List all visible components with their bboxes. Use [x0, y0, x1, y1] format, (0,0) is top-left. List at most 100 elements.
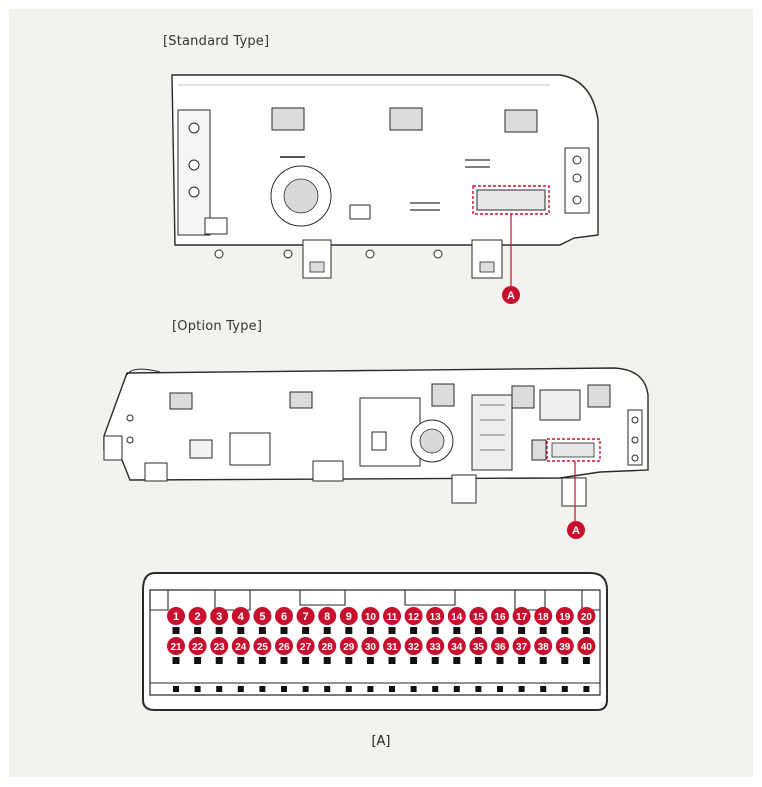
- pin-number-label: 2: [195, 611, 201, 623]
- pin-number-label: 7: [303, 611, 309, 623]
- option-connector-box: [551, 442, 595, 458]
- pin-contact: [518, 657, 526, 664]
- pin-contact: [366, 627, 374, 634]
- pin-badge: [404, 607, 423, 625]
- pin-badge: [339, 607, 358, 625]
- pin-contact: [345, 657, 353, 664]
- pin-contact: [431, 657, 439, 664]
- pin-contact: [215, 657, 223, 664]
- pin-badge: [339, 637, 358, 655]
- base-contact: [367, 686, 374, 692]
- pin-number-label: 20: [581, 612, 593, 623]
- pin-number-label: 6: [281, 611, 287, 623]
- pin-contact: [194, 657, 202, 664]
- pin-number-label: 15: [473, 612, 485, 623]
- pin-contact: [323, 657, 331, 664]
- pin-contact: [474, 627, 482, 634]
- pin-number-label: 14: [451, 612, 463, 623]
- base-contact: [497, 686, 503, 692]
- pin-badge: [534, 607, 553, 625]
- pin-contact: [323, 627, 331, 634]
- pin-badge: [426, 637, 445, 655]
- base-contact: [237, 686, 244, 692]
- pin-badge: [491, 637, 509, 655]
- pin-number-label: 21: [170, 642, 182, 653]
- pin-number-label: 34: [451, 642, 463, 653]
- base-contact: [302, 686, 309, 692]
- pin-number-label: 16: [494, 612, 506, 623]
- base-contact: [216, 686, 223, 692]
- base-contact: [432, 686, 439, 692]
- pin-contact: [345, 627, 353, 634]
- base-contact: [389, 686, 395, 692]
- base-contact: [345, 686, 352, 692]
- pin-badge: [404, 637, 423, 655]
- pin-number-label: 39: [559, 642, 571, 653]
- pin-number-label: 4: [238, 611, 245, 623]
- pin-number-label: 5: [259, 611, 265, 623]
- base-contact: [324, 686, 331, 692]
- svg-text:A: A: [507, 290, 515, 302]
- pin-badge: [469, 607, 488, 625]
- pin-badge: [383, 637, 401, 655]
- pin-badge: [253, 637, 272, 655]
- pin-contact: [388, 627, 396, 634]
- pin-number-label: 35: [473, 642, 485, 653]
- pin-contact: [172, 657, 180, 664]
- pin-number-label: 13: [430, 612, 442, 623]
- pin-contact: [539, 657, 547, 664]
- pin-number-label: 1: [173, 611, 179, 623]
- pin-number-label: 31: [386, 642, 398, 653]
- pin-contact: [453, 657, 461, 664]
- pin-number-label: 33: [430, 642, 442, 653]
- pin-badge: [534, 637, 553, 655]
- base-contact: [540, 686, 547, 692]
- pin-number-label: 25: [257, 642, 269, 653]
- pin-number-label: 36: [494, 642, 506, 653]
- pin-number-label: 38: [538, 642, 550, 653]
- pin-badge: [210, 637, 229, 655]
- pin-badge: [275, 637, 293, 655]
- pin-badge: [426, 607, 445, 625]
- pin-badge: [231, 607, 250, 625]
- pin-contact: [496, 657, 504, 664]
- base-contact: [453, 686, 460, 692]
- base-contact: [475, 686, 482, 692]
- pin-contact: [410, 657, 418, 664]
- base-contact: [281, 686, 287, 692]
- pin-badge: [318, 607, 337, 625]
- pin-contact: [237, 627, 245, 634]
- pin-number-label: 40: [581, 642, 593, 653]
- pin-number-label: 3: [216, 611, 222, 623]
- pin-badge: [318, 637, 337, 655]
- pin-badge: [167, 637, 185, 655]
- pin-contact: [172, 627, 180, 634]
- pin-badge: [361, 607, 380, 625]
- pin-number-label: 8: [324, 611, 330, 623]
- pin-contact: [302, 627, 310, 634]
- pin-badge: [275, 607, 293, 625]
- pin-number-label: 17: [516, 612, 528, 623]
- pin-badge: [555, 607, 574, 625]
- pin-number-label: 12: [408, 612, 420, 623]
- pin-badge: [361, 637, 380, 655]
- standard-callout-badge: A: [502, 286, 520, 304]
- pin-contact: [280, 627, 288, 634]
- pin-contact: [258, 657, 266, 664]
- pin-contact: [431, 627, 439, 634]
- pin-badge: [447, 607, 466, 625]
- pin-number-label: 28: [322, 642, 334, 653]
- pin-badge: [296, 637, 315, 655]
- pin-contact: [496, 627, 504, 634]
- pin-badge: [383, 607, 401, 625]
- pin-badge: [210, 607, 229, 625]
- pin-number-label: 18: [538, 612, 550, 623]
- option-type-label: [Option Type]: [172, 319, 263, 334]
- base-contact: [583, 686, 590, 692]
- pin-badge: [577, 607, 596, 625]
- pin-contact: [302, 657, 310, 664]
